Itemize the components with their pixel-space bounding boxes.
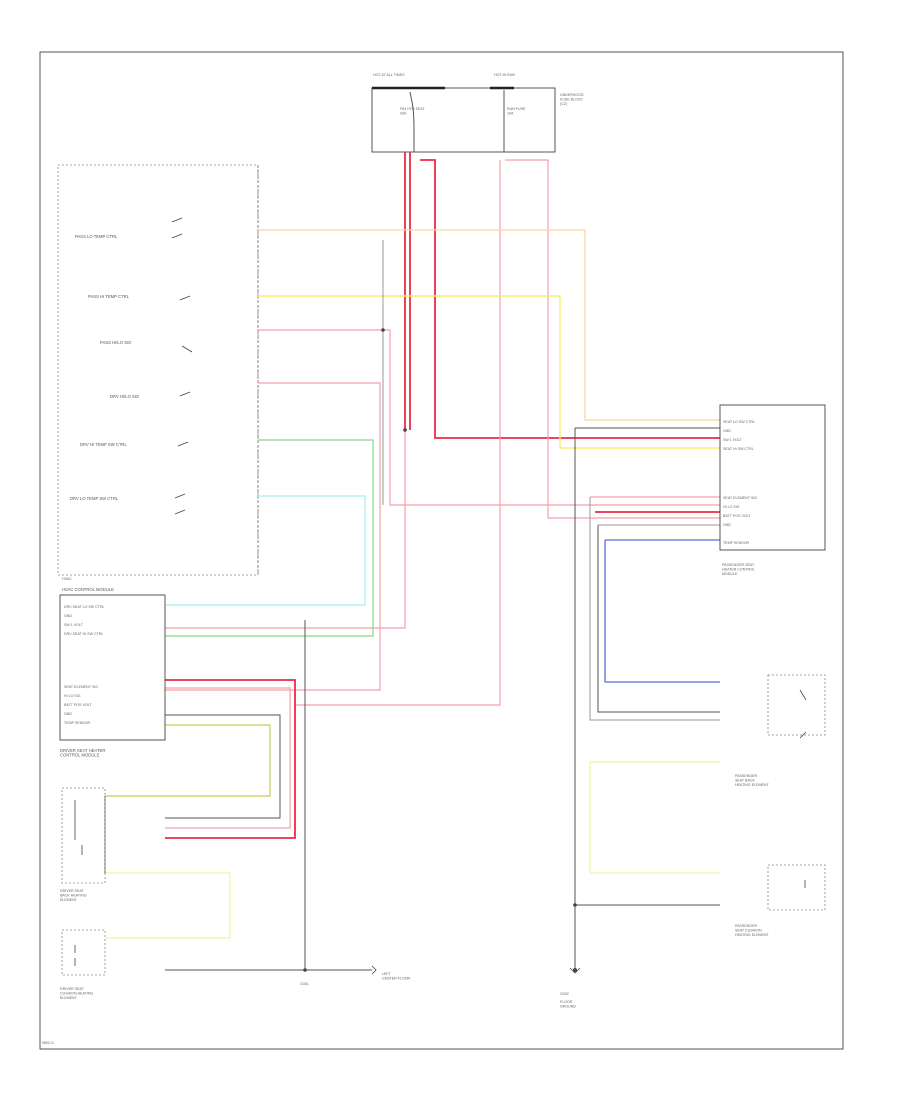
pass-pin-6: BATT POS VOLT — [723, 514, 751, 518]
switch-label-pass-lo: PASS LO TEMP CTRL — [75, 234, 118, 239]
passenger-cushion-element — [767, 864, 826, 911]
hvac-control-module: HVAC CONTROL MODULE DRV SEAT LO SW CTRL … — [59, 587, 166, 741]
hvac-module-label: HVAC CONTROL MODULE — [62, 587, 114, 592]
ground-icon — [569, 967, 581, 974]
hvac-pin-5: HI LO SIG — [64, 694, 81, 698]
switch-panel-outline — [57, 164, 259, 576]
wire-red-to-pass — [420, 159, 720, 439]
hvac-pin-7: GND — [64, 712, 72, 716]
passenger-seat-module: SEAT LO SW CTRL GND SW 1 VOLT SEAT HI SW… — [719, 404, 826, 937]
hvac-pin-1: GND — [64, 614, 72, 618]
pass-pin-5: HI LO SIG — [723, 505, 740, 509]
wire-gray-pass-elem — [589, 497, 720, 721]
hvac-pin-6: BATT POS VOLT — [64, 703, 92, 707]
pass-pin-1: GND — [723, 429, 731, 433]
driver-cushion-element — [61, 929, 106, 976]
wire-red-to-hvac — [165, 430, 406, 629]
hvac-pin-3: DRV SEAT HI SW CTRL — [64, 632, 103, 636]
switch-icon — [171, 233, 183, 239]
hot-at-all-times-label: HOT AT ALL TIMES — [373, 73, 405, 77]
wire-cyan-drv-lo — [165, 495, 366, 606]
passenger-module-box — [719, 404, 826, 551]
driver-back-element — [61, 787, 106, 884]
hvac-pin-2: SW 1 VOLT — [64, 623, 84, 627]
hvac-pin-8: TEMP SENSOR — [64, 721, 90, 725]
switch-label-pass-hi: PASS HI TEMP CTRL — [88, 294, 130, 299]
pass-pin-3: SEAT HI SW CTRL — [723, 447, 754, 451]
wire-green-drv-hi — [165, 439, 374, 637]
switch-icon — [171, 217, 183, 223]
wire-black-drv-gnd — [165, 714, 281, 819]
wire-pink-drv-sig — [165, 687, 291, 829]
hot-in-run-label: HOT IN RUN — [494, 73, 515, 77]
switch-icon — [177, 441, 189, 447]
pass-pin-8: TEMP SENSOR — [723, 541, 749, 545]
wire-pink-drv-hilo — [165, 382, 381, 691]
diagram-frame — [39, 51, 844, 1050]
fuse-block: HOT AT ALL TIMES HOT IN RUN F64 HTD SEAT… — [371, 73, 584, 153]
wire-orange-pass-lo — [258, 229, 720, 421]
switch-label-drv-hilo: DRV HI/LO SIG — [110, 394, 139, 399]
ground-right-id: G302 — [560, 992, 569, 996]
hvac-pin-0: DRV SEAT LO SW CTRL — [64, 605, 105, 609]
pass-pin-2: SW 1 VOLT — [723, 438, 743, 442]
wire-yellow-pass-cushion — [589, 762, 720, 874]
wire-pink-pass-hilo — [258, 329, 720, 506]
hvac-module-box — [59, 594, 166, 741]
wire-olive-drv-temp — [105, 724, 271, 797]
wire-yellow-drv-cushion — [105, 872, 231, 939]
ground-left-id: G301 — [300, 982, 309, 986]
pass-pin-0: SEAT LO SW CTRL — [723, 420, 755, 424]
wire-yellow-pass-hi — [258, 295, 720, 449]
switch-icon — [174, 493, 186, 499]
page-number: 9802.G — [42, 1041, 54, 1045]
switch-icon — [179, 295, 191, 301]
switch-label-pass-hilo: PASS HI/LO SIG — [100, 340, 131, 345]
wire-black-gnd-down — [574, 428, 720, 906]
wire-run-red — [505, 159, 720, 519]
pass-pin-7: GND — [723, 523, 731, 527]
hvac-pin-4: SEAT ELEMENT SIG — [64, 685, 98, 689]
fuse-element — [409, 91, 415, 131]
pass-pin-4: SEAT ELEMENT SIG — [723, 496, 757, 500]
wire-red-drv-batt — [165, 679, 296, 839]
passenger-back-element — [767, 674, 826, 736]
fuse-block-box — [371, 87, 556, 153]
switch-panel: HVAC PASS LO TEMP CTRL PASS HI TEMP CTRL… — [57, 164, 259, 581]
wire-red-feed — [404, 152, 411, 430]
switch-icon — [181, 345, 193, 353]
switch-icon — [174, 509, 186, 515]
switch-panel-note: HVAC — [62, 577, 72, 581]
wire-run-red-down — [295, 160, 501, 706]
switch-label-drv-hi: DRV HI TEMP SW CTRL — [80, 442, 127, 447]
switch-icon — [179, 391, 191, 397]
ground-icon — [371, 965, 377, 975]
switch-label-drv-lo: DRV LO TEMP SW CTRL — [70, 496, 119, 501]
